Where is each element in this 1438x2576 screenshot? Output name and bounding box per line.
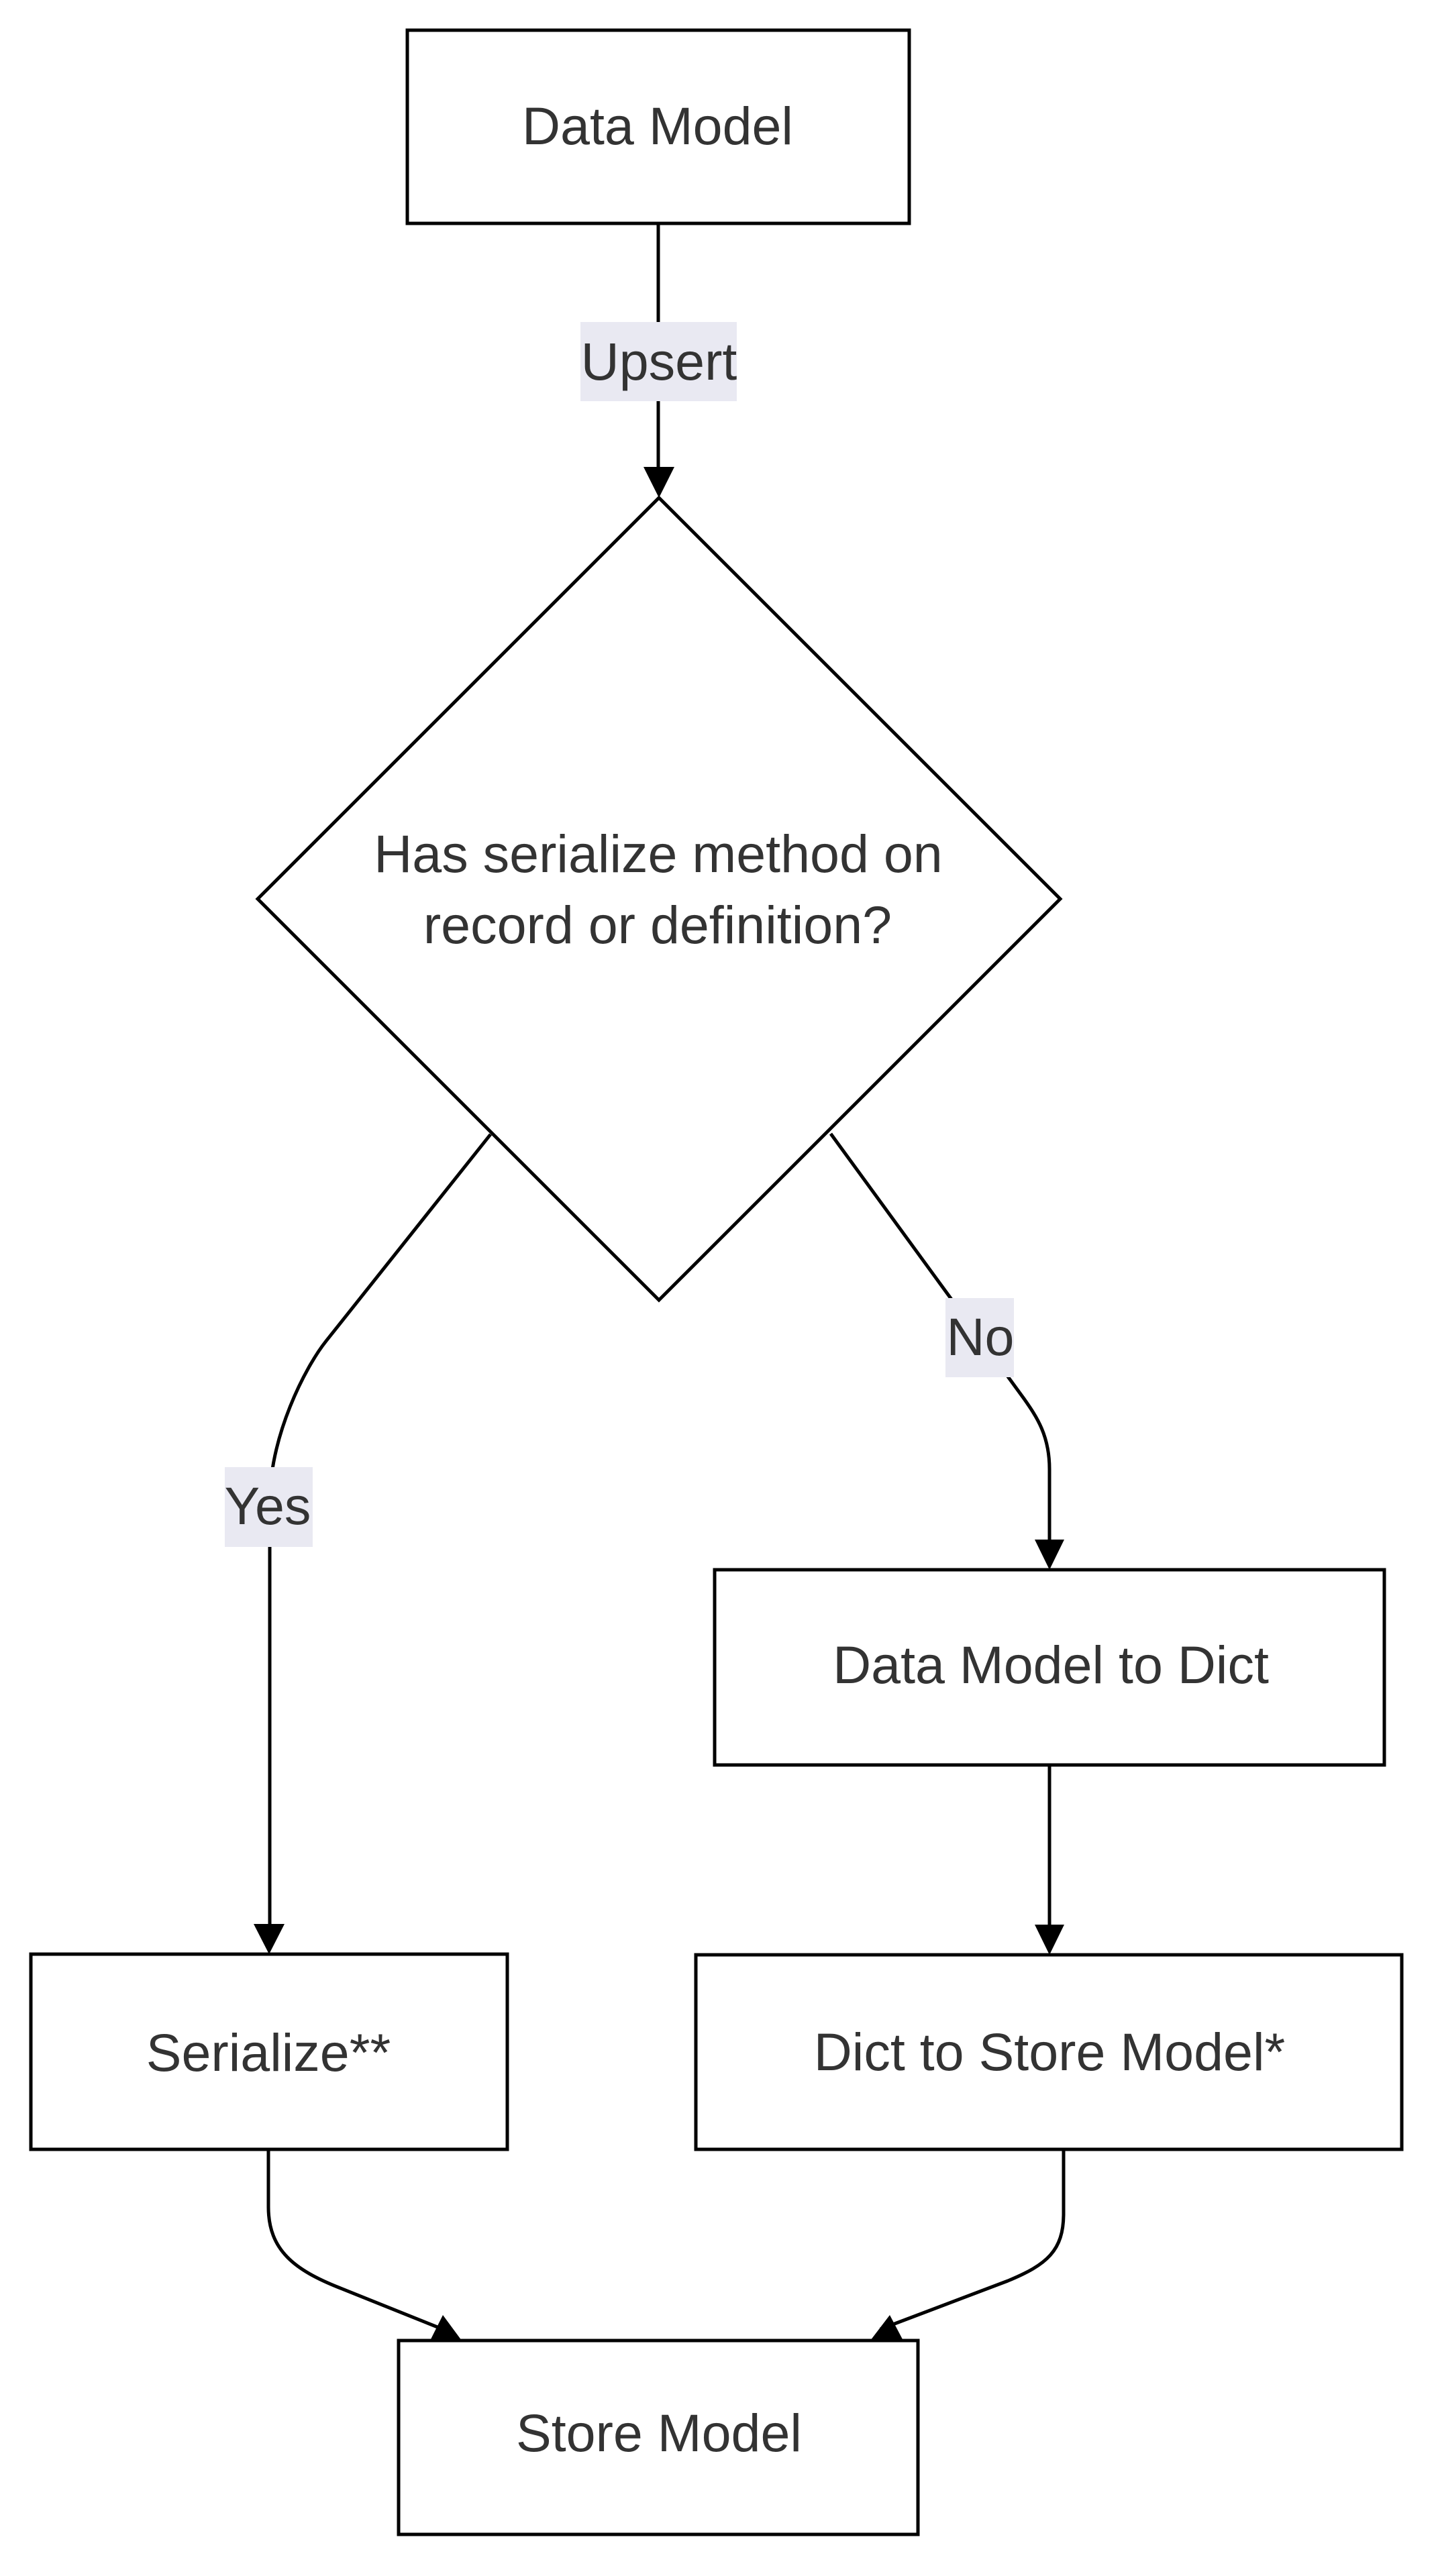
svg-text:Data Model to Dict: Data Model to Dict: [833, 1635, 1269, 1695]
svg-text:Upsert: Upsert: [581, 331, 737, 391]
svg-text:Has serialize method on: Has serialize method on: [374, 824, 942, 883]
svg-text:Store Model: Store Model: [516, 2403, 802, 2463]
svg-text:record or definition?: record or definition?: [423, 895, 892, 955]
svg-text:Serialize**: Serialize**: [146, 2023, 391, 2082]
svg-text:Dict to Store Model*: Dict to Store Model*: [814, 2022, 1286, 2082]
svg-text:No: No: [947, 1307, 1015, 1366]
svg-text:Data Model: Data Model: [522, 96, 793, 156]
svg-text:Yes: Yes: [225, 1476, 311, 1536]
